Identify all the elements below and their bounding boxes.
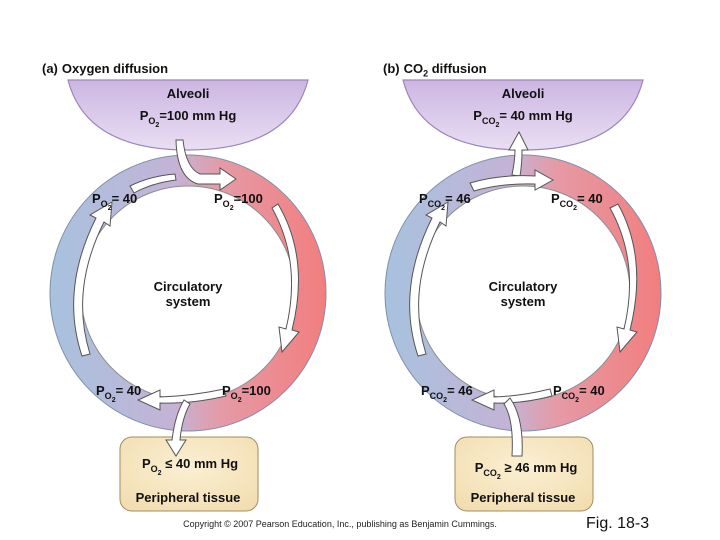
arrow-blood-to-tissue: [165, 399, 191, 457]
arrow-top-flow: [129, 173, 177, 194]
tissue-po2: PO2 ≤ 40 mm Hg: [142, 456, 238, 477]
arrow-bottom-flow: [470, 388, 553, 411]
arrow-right-down: [609, 203, 638, 354]
center-label-line1: Circulatory: [489, 279, 558, 294]
panel-a: Alveoli PO2=100 mm Hg PO2 ≤ 40 mm Hg Per…: [49, 79, 327, 512]
arrow-left-up: [409, 201, 449, 357]
flow-arrows: [409, 130, 638, 457]
arrow-alveoli-to-blood: [175, 139, 237, 191]
copyright-text: Copyright © 2007 Pearson Education, Inc.…: [183, 519, 497, 529]
top-right-pco2: PCO2= 40: [551, 191, 603, 212]
alveoli-po2: PO2=100 mm Hg: [140, 108, 237, 129]
top-left-pco2: PCO2= 46: [419, 191, 471, 212]
top-left-po2: PO2= 40: [92, 191, 137, 212]
center-label-line2: system: [501, 294, 546, 309]
flow-arrows: [73, 139, 300, 457]
panel-a-tag: (a): [42, 61, 58, 76]
arrow-tissue-to-blood: [503, 397, 523, 457]
tissue-box: [454, 436, 594, 512]
arrow-blood-to-alveoli: [508, 130, 529, 177]
panel-b-title: (b)CO2 diffusion: [383, 61, 487, 79]
copyright-notice: Copyright © 2007 Pearson Education, Inc.…: [0, 519, 720, 529]
tissue-label: Peripheral tissue: [136, 490, 241, 505]
top-right-po2: PO2=100: [214, 191, 263, 212]
arrow-right-down: [271, 203, 300, 354]
alveoli-label: Alveoli: [502, 86, 545, 101]
circulation-ring: [49, 154, 327, 432]
figure-label: Fig. 18-3: [586, 515, 650, 532]
arrow-left-up: [73, 201, 113, 357]
tissue-box: [119, 436, 259, 512]
bottom-left-po2: PO2= 40: [96, 383, 141, 404]
bottom-right-pco2: PCO2= 40: [553, 383, 605, 404]
panel-b-title-prefix: CO: [403, 61, 424, 76]
alveoli-label: Alveoli: [167, 86, 210, 101]
panel-b-tag: (b): [383, 61, 400, 76]
tissue-label: Peripheral tissue: [471, 490, 576, 505]
center-label-line2: system: [166, 294, 211, 309]
panel-b: Alveoli PCO2= 40 mm Hg PCO2 ≥ 46 mm Hg P…: [384, 79, 662, 512]
panel-b-title-sub: 2: [423, 68, 429, 79]
bottom-right-po2: PO2=100: [222, 383, 271, 404]
panel-b-title-suffix: diffusion: [428, 61, 487, 76]
arrow-bottom-flow: [136, 388, 227, 411]
alveoli-pco2: PCO2= 40 mm Hg: [473, 108, 572, 129]
panel-a-title: (a)Oxygen diffusion: [42, 61, 168, 76]
arrow-top-flow: [469, 169, 555, 192]
bottom-left-pco2: PCO2= 46: [421, 383, 473, 404]
center-label-line1: Circulatory: [154, 279, 223, 294]
circulation-ring: [384, 154, 662, 432]
tissue-pco2: PCO2 ≥ 46 mm Hg: [475, 460, 578, 481]
alveoli-shape: [67, 79, 309, 151]
panel-a-title-text: Oxygen diffusion: [61, 61, 169, 76]
